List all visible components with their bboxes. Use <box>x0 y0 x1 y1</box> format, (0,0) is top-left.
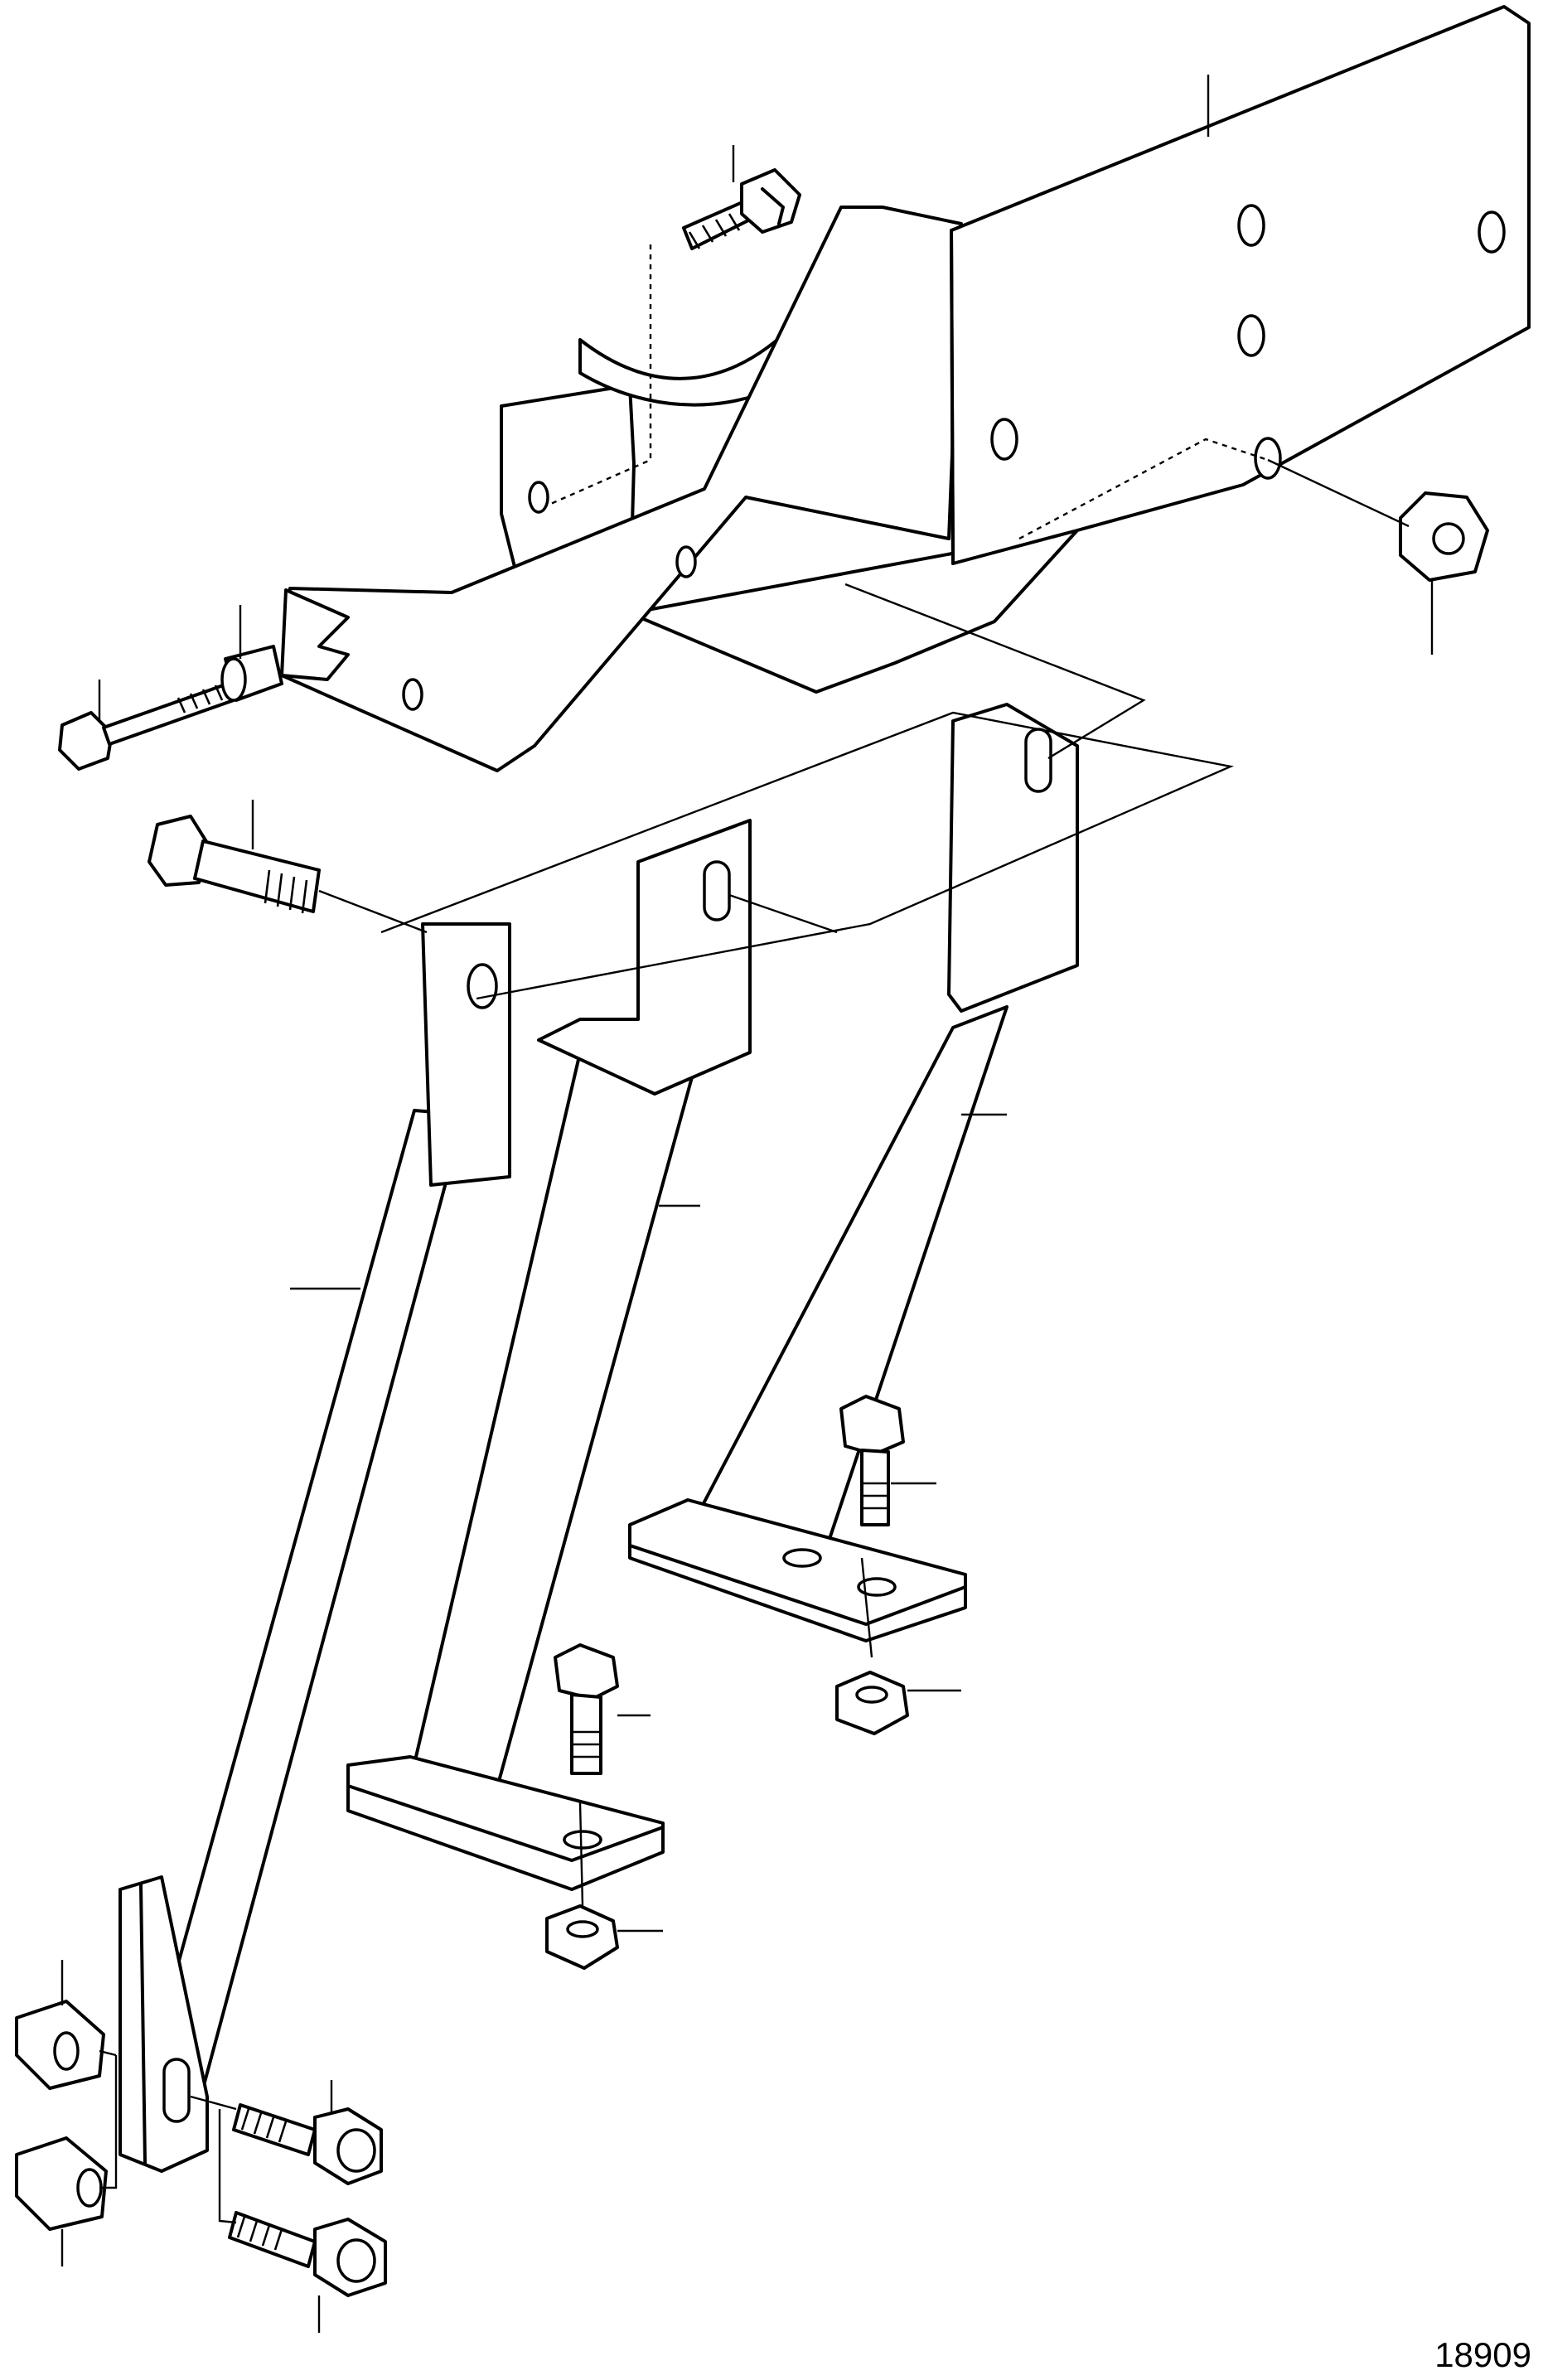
spacer-sleeve-lower <box>15 2136 108 2231</box>
flange-nut-right <box>1399 491 1489 582</box>
leg-left <box>119 922 511 2173</box>
callout-leaders <box>60 75 1434 2333</box>
leg-right <box>628 703 1079 1642</box>
nut-foot-middle <box>545 1904 619 1970</box>
upper-mounting-bracket <box>280 5 1531 772</box>
leg-middle <box>346 819 752 1891</box>
bolt-foot-middle <box>554 1643 619 1775</box>
spacer-sleeve-top <box>220 645 283 702</box>
top-bolt <box>682 168 801 250</box>
nut-foot-right <box>835 1671 909 1735</box>
bolt-mid-left <box>148 815 321 914</box>
bolt-left-long <box>58 682 235 771</box>
assembly-lines <box>99 244 1410 2224</box>
bolt-foot-right <box>839 1395 905 1526</box>
figure-number: 18909 <box>1434 2335 1531 2374</box>
bolt-foot-upper <box>232 2103 383 2185</box>
spacer-sleeve-upper <box>15 2000 105 2090</box>
bolt-foot-lower <box>228 2211 387 2297</box>
